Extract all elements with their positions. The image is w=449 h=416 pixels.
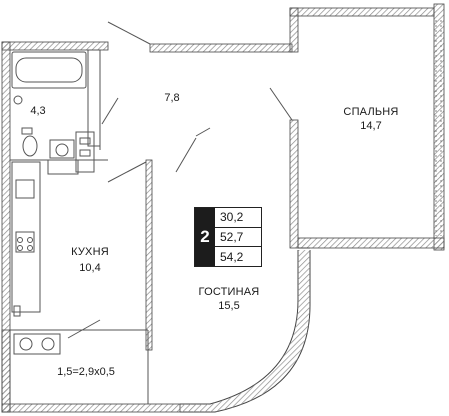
hallway-area: 7,8 <box>164 92 180 104</box>
walls <box>1 3 445 413</box>
wall-bedroom-right-upper <box>433 3 445 251</box>
living-curved-wall <box>180 247 311 413</box>
living-name: ГОСТИНАЯ <box>198 286 260 298</box>
interior-walls <box>10 49 149 404</box>
bathroom-area: 4,3 <box>30 105 46 117</box>
rooms-count: 2 <box>195 208 215 266</box>
area-with-balcony: 54,2 <box>220 249 244 264</box>
living-area-total: 30,2 <box>215 208 261 228</box>
wall-bottom <box>1 403 181 413</box>
wall-top-middle <box>149 43 293 53</box>
kitchen-name: КУХНЯ <box>71 246 109 258</box>
balcony-label: 1,5=2,9x0,5 <box>57 366 115 378</box>
wall-bedroom-left <box>289 119 299 249</box>
doors <box>67 21 293 339</box>
area-legend: 2 30,2 52,7 54,2 <box>194 207 262 267</box>
bedroom-window <box>435 20 442 236</box>
wall-kitchen-divider <box>145 159 153 351</box>
toilet <box>21 127 38 157</box>
wall-balcony-outer <box>1 329 11 413</box>
living-wall-fill <box>180 250 310 412</box>
living-area: 15,5 <box>218 300 240 312</box>
bedroom-area: 14,7 <box>360 120 382 132</box>
kitchen-counter <box>11 161 41 317</box>
wall-bedroom-top <box>289 7 435 17</box>
wall-top-left <box>1 41 109 51</box>
bathtub <box>11 51 87 89</box>
wall-bedroom-bottom <box>297 237 445 249</box>
washbasin <box>47 131 95 175</box>
sink <box>13 95 23 105</box>
total-area: 52,7 <box>215 228 261 248</box>
kitchen-area: 10,4 <box>79 262 101 274</box>
balcony-appliances <box>13 333 61 355</box>
bedroom-name: СПАЛЬНЯ <box>343 106 399 118</box>
